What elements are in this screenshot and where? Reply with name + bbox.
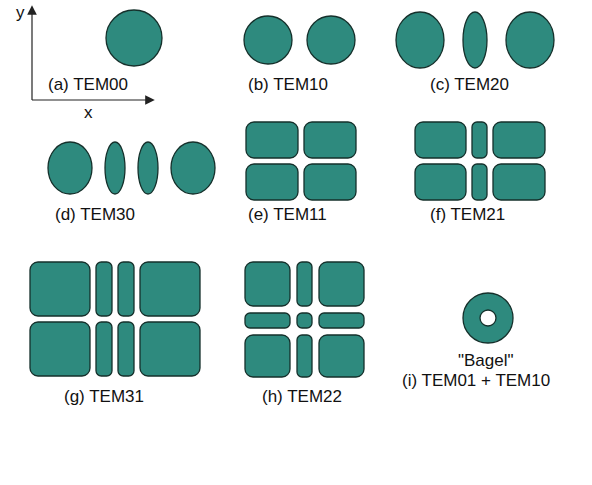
tem22-lobe xyxy=(245,262,290,306)
tem21-lobe xyxy=(472,122,487,158)
tem22-lobe xyxy=(245,335,290,377)
axis-label: x xyxy=(84,104,93,123)
mode-caption: (d) TEM30 xyxy=(55,206,135,225)
tem22-lobe xyxy=(297,335,312,377)
tem22-lobe xyxy=(297,262,312,306)
tem31-lobe xyxy=(118,262,134,316)
tem31-lobe xyxy=(96,322,112,376)
tem11-lobe xyxy=(304,164,356,200)
tem22-lobe xyxy=(245,313,290,328)
tem21-lobe xyxy=(493,122,545,158)
tem21-lobe xyxy=(472,164,487,200)
tem22-lobe xyxy=(319,262,364,306)
tem22-lobe xyxy=(297,313,312,328)
mode-caption: (g) TEM31 xyxy=(64,388,144,407)
y-axis xyxy=(31,10,32,100)
mode-caption: (h) TEM22 xyxy=(262,388,342,407)
mode-caption: (f) TEM21 xyxy=(430,206,505,225)
tem31-lobe xyxy=(118,322,134,376)
tem31-lobe xyxy=(30,262,90,316)
tem20-lobe xyxy=(396,12,444,68)
tem30-lobe xyxy=(138,142,158,194)
tem31-lobe xyxy=(96,262,112,316)
tem21-lobe xyxy=(415,122,466,158)
mode-patterns xyxy=(30,10,554,377)
tem11-lobe xyxy=(246,122,298,158)
tem20-lobe xyxy=(463,12,487,68)
tem00-spot xyxy=(106,10,162,66)
mode-caption: (c) TEM20 xyxy=(430,76,509,95)
x-axis xyxy=(32,99,150,100)
tem30-lobe xyxy=(171,142,215,194)
tem30-lobe xyxy=(105,142,125,194)
mode-caption: (a) TEM00 xyxy=(48,76,128,95)
tem22-lobe xyxy=(319,335,364,377)
mode-name: "Bagel" xyxy=(458,352,514,371)
mode-caption: (b) TEM10 xyxy=(248,76,328,95)
mode-caption: (i) TEM01 + TEM10 xyxy=(402,372,550,391)
tem11-lobe xyxy=(246,164,298,200)
bagel-ring xyxy=(463,293,513,343)
tem20-lobe xyxy=(506,12,554,68)
tem22-lobe xyxy=(319,313,364,328)
tem21-lobe xyxy=(415,164,466,200)
tem10-lobe xyxy=(244,16,292,64)
axis-label: y xyxy=(16,4,25,23)
tem31-lobe xyxy=(30,322,90,376)
tem10-lobe xyxy=(307,16,355,64)
tem31-lobe xyxy=(140,262,200,316)
mode-caption: (e) TEM11 xyxy=(248,206,327,225)
tem21-lobe xyxy=(493,164,545,200)
tem11-lobe xyxy=(304,122,356,158)
tem31-lobe xyxy=(140,322,200,376)
tem30-lobe xyxy=(48,142,92,194)
